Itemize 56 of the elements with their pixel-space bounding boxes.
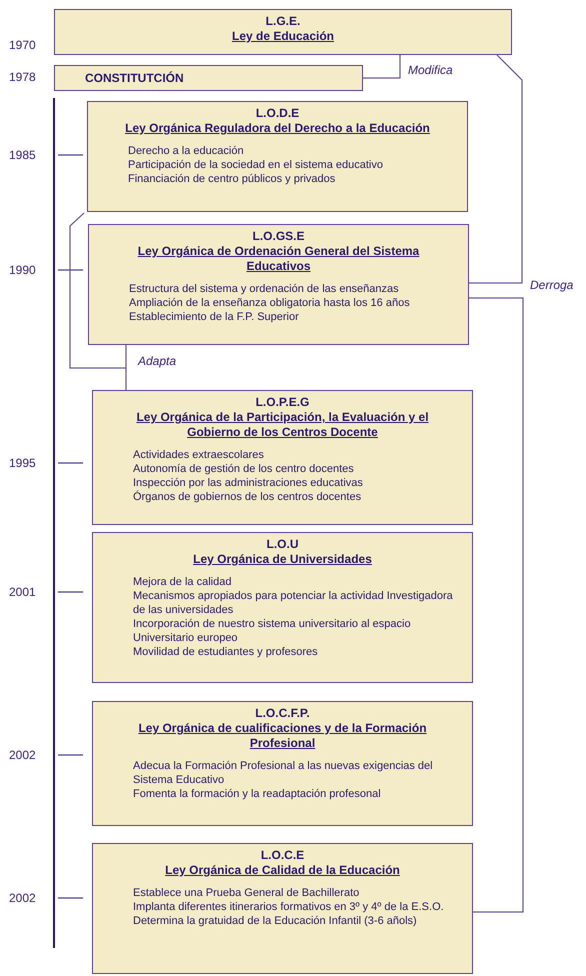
law-provision: Establecimiento de la F.P. Superior	[128, 310, 300, 324]
year-label: 1995	[9, 457, 36, 469]
law-provision: Determina la gratuidad de la Educación Infantil (3-6 añols)	[132, 914, 418, 928]
law-title: Ley Orgánica de Universidades	[192, 552, 373, 567]
law-title: Ley Orgánica Reguladora del Derecho a la Educación	[124, 121, 431, 136]
year-label: 1970	[9, 39, 36, 51]
law-provision: Participación de la sociedad en el sistema educativo	[127, 158, 384, 172]
year-label: 1990	[9, 264, 36, 276]
law-acronym: L.O.C.E	[260, 848, 304, 863]
law-acronym: L.G.E.	[266, 14, 300, 29]
law-title: Ley Orgánica de cualificaciones y de la Formación Profesional	[137, 721, 428, 751]
year-label: 1978	[9, 71, 36, 83]
law-title: CONSTITUTCIÓN	[85, 70, 184, 86]
law-box	[54, 65, 363, 91]
law-acronym: L.O.GS.E	[252, 229, 304, 244]
law-provision: Fomenta la formación y la readaptación profesonal	[132, 787, 382, 801]
connector-line	[468, 298, 524, 912]
law-provision: Incorporación de nuestro sistema universitario al espacio Universitario europeo	[132, 617, 412, 645]
law-provision: Autonomía de gestión de los centro docentes	[132, 462, 355, 476]
year-label: 2001	[9, 586, 36, 598]
law-box	[92, 843, 473, 974]
law-provision: Mejora de la calidad	[132, 575, 232, 589]
law-title: Ley Orgánica de Calidad de la Educación	[164, 863, 401, 878]
law-box	[92, 701, 473, 826]
law-title: Ley de Educación	[230, 29, 336, 44]
law-box	[88, 224, 469, 345]
law-title: Ley Orgánica de la Participación, la Evaluación y el Gobierno de los Centros Docente	[135, 410, 430, 440]
edge-label: Derroga	[530, 279, 574, 291]
law-provision: Implanta diferentes itinerarios formativos en 3º y 4º de la E.S.O.	[132, 900, 445, 914]
law-provision: Actividades extraescolares	[132, 448, 265, 462]
law-provision: Derecho a la educación	[127, 144, 245, 158]
year-label: 1985	[9, 149, 36, 161]
year-label: 2002	[9, 749, 36, 761]
law-provision: Mecanismos apropiados para potenciar la actividad Investigadora de las universidades	[132, 589, 454, 617]
connector-line	[362, 54, 400, 78]
law-acronym: L.O.U	[266, 537, 298, 552]
edge-label: Modifica	[408, 64, 453, 76]
connector-line	[468, 54, 522, 284]
law-provision: Inspección por las administraciones educativas	[132, 476, 364, 490]
law-box	[92, 532, 473, 683]
law-provision: Ampliación de la enseñanza obligatoria hasta los 16 años	[128, 296, 411, 310]
edge-label: Adapta	[138, 355, 176, 367]
law-box	[54, 9, 512, 55]
law-provision: Establece una Prueba General de Bachillerato	[132, 886, 360, 900]
law-provision: Financiación de centro públicos y privados	[127, 172, 336, 186]
law-provision: Órganos de gobiernos de los centros docentes	[132, 490, 362, 504]
law-acronym: L.O.C.F.P.	[255, 706, 310, 721]
law-provision: Estructura del sistema y ordenación de las enseñanzas	[128, 282, 400, 296]
law-title: Ley Orgánica de Ordenación General del Sistema Educativos	[136, 244, 420, 274]
law-box	[87, 101, 468, 212]
law-provision: Movilidad de estudiantes y profesores	[132, 645, 319, 659]
law-acronym: L.O.P.E.G	[256, 395, 310, 410]
law-box	[92, 390, 473, 525]
year-label: 2002	[9, 892, 36, 904]
law-acronym: L.O.D.E	[256, 106, 300, 121]
law-provision: Adecua la Formación Profesional a las nuevas exigencias del Sistema Educativo	[132, 759, 434, 787]
